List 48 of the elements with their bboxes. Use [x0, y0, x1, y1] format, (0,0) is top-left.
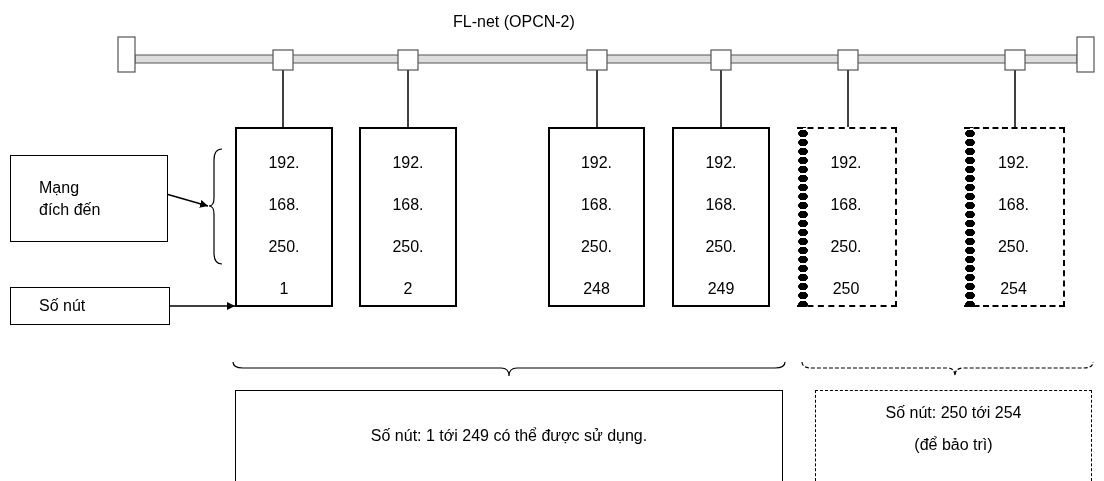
- arrow: [169, 302, 236, 310]
- ip-address-octet: 250.: [829, 237, 863, 257]
- drop-line: [720, 72, 722, 128]
- note-text: Số nút: 1 tới 249 có thể được sử dụng.: [370, 426, 648, 446]
- node-card: [548, 127, 645, 307]
- ip-address-octet: 250.: [704, 237, 738, 257]
- ip-address-octet: 192.: [391, 153, 425, 173]
- note-box: [235, 390, 783, 481]
- node-number: 254: [999, 279, 1028, 299]
- label-box: [10, 155, 168, 242]
- ip-address-octet: 168.: [704, 195, 738, 215]
- node-number: 248: [582, 279, 611, 299]
- node-number: 249: [706, 279, 736, 299]
- network-name: FL-net (OPCN-2): [453, 13, 575, 31]
- node-card: [672, 127, 770, 307]
- ip-address-octet: 168.: [829, 195, 863, 215]
- drop-line: [1014, 72, 1016, 128]
- ip-address-octet: 168.: [267, 195, 301, 215]
- label-box: [10, 287, 170, 325]
- label-text: Số nút: [39, 296, 87, 316]
- ip-address-octet: 168.: [391, 195, 425, 215]
- ip-address-octet: 192.: [996, 153, 1031, 173]
- drop-line: [847, 72, 849, 128]
- drop-line: [407, 72, 409, 128]
- ip-address-octet: 192.: [267, 153, 301, 173]
- node-number: 1: [278, 279, 290, 299]
- ip-address-octet: 192.: [829, 153, 863, 173]
- note-box: [815, 390, 1092, 481]
- ip-address-octet: 250.: [579, 237, 614, 257]
- node-number: 2: [402, 279, 414, 299]
- ip-address-octet: 168.: [579, 195, 614, 215]
- drop-line: [596, 72, 598, 128]
- ip-address-octet: 250.: [391, 237, 425, 257]
- node-card: [964, 127, 1065, 307]
- ip-address-octet: 192.: [579, 153, 614, 173]
- ip-address-octet: 250.: [267, 237, 301, 257]
- drop-line: [282, 72, 284, 128]
- node-card: [797, 127, 897, 307]
- node-number: 250: [831, 279, 861, 299]
- ip-address-octet: 192.: [704, 153, 738, 173]
- note-text: (để bảo trì): [914, 435, 993, 455]
- ip-address-octet: 168.: [996, 195, 1031, 215]
- arrow: [167, 193, 209, 208]
- ip-address-octet: 250.: [996, 237, 1031, 257]
- note-text: Số nút: 250 tới 254: [885, 403, 1022, 423]
- node-card: [359, 127, 457, 307]
- label-text: Mạng đích đến: [39, 177, 102, 220]
- node-card: [235, 127, 333, 307]
